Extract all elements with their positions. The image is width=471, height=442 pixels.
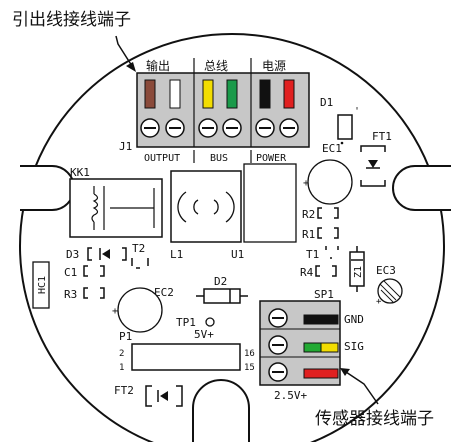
ft1-diode-symbol — [368, 160, 378, 168]
r4-pads — [315, 265, 337, 277]
ft1-outline — [360, 145, 386, 187]
l1-label: L1 — [170, 248, 183, 261]
sp1-wire-sig-green — [303, 342, 322, 353]
t1-transistor — [325, 246, 339, 259]
group-label-output: 输出 — [146, 58, 170, 73]
u1-label: U1 — [231, 248, 244, 261]
d2-body — [203, 288, 241, 304]
code-bus: BUS — [210, 153, 228, 164]
p1-pin15: 15 — [244, 363, 255, 373]
l1-inductor — [170, 170, 242, 243]
ft1-label: FT1 — [372, 130, 392, 143]
bottom-mounting-slot — [192, 379, 250, 442]
sp1-wire-sig-yellow — [320, 342, 339, 353]
ec2-capacitor — [117, 287, 163, 333]
tp1-voltage: 5V+ — [194, 328, 214, 341]
kk1-coil-symbol — [91, 186, 155, 230]
r3-pads — [83, 287, 105, 299]
sp1-label: SP1 — [314, 288, 334, 301]
kk1-label: KK1 — [70, 166, 90, 179]
r2-pads — [317, 207, 339, 219]
t2-transistor — [131, 258, 149, 269]
c1-label: C1 — [64, 266, 77, 279]
top-callout-arrowhead — [126, 62, 136, 72]
board-outline — [19, 33, 445, 442]
sp1-wire-gnd — [303, 314, 339, 325]
tp1-label: TP1 — [176, 316, 196, 329]
ec1-capacitor — [307, 159, 353, 205]
p1-label: P1 — [119, 330, 132, 343]
u1-chip — [243, 163, 297, 243]
d3-label: D3 — [66, 248, 79, 261]
right-mounting-slot — [392, 165, 451, 211]
r1-label: R1 — [302, 228, 315, 241]
t1-label: T1 — [306, 248, 319, 261]
lead-wire-terminal-callout: 引出线接线端子 — [12, 10, 131, 30]
r4-label: R4 — [300, 266, 314, 279]
sp1-wire-red — [303, 368, 339, 379]
d1-mark: ' — [354, 106, 360, 117]
sp1-sig-label: SIG — [344, 340, 364, 353]
r3-label: R3 — [64, 288, 77, 301]
bottom-callout-arrow — [345, 371, 379, 405]
ft2-outline — [145, 385, 183, 407]
r2-label: R2 — [302, 208, 315, 221]
ec3-plus: + — [376, 297, 382, 307]
hc1-label: HC1 — [37, 276, 48, 294]
code-output: OUTPUT — [144, 153, 180, 164]
ec3-label: EC3 — [376, 264, 396, 277]
ft2-diode-symbol — [160, 391, 168, 401]
t2-label: T2 — [132, 242, 145, 255]
d1-label: D1 — [320, 96, 333, 109]
p1-pin1: 1 — [119, 363, 124, 373]
left-mounting-slot — [20, 165, 75, 211]
top-callout-arrow — [115, 35, 133, 67]
r1-pads — [317, 227, 339, 239]
sensor-terminal-callout: 传感器接线端子 — [315, 409, 434, 429]
wire-white — [169, 79, 181, 109]
bottom-callout-arrowhead — [340, 368, 350, 376]
ec2-label: EC2 — [154, 286, 174, 299]
sp1-gnd-label: GND — [344, 313, 364, 326]
wire-red — [283, 79, 295, 109]
d3-outline — [87, 247, 127, 261]
ec2-plus: + — [112, 306, 118, 317]
j1-ref: J1 — [119, 140, 132, 153]
d3-diode-symbol — [102, 249, 110, 259]
hc1-body — [32, 261, 50, 309]
wire-brown — [144, 79, 156, 109]
c1-pads — [83, 265, 105, 277]
wire-green — [226, 79, 238, 109]
ec3-capacitor — [377, 278, 403, 304]
ec1-plus: + — [303, 178, 309, 189]
p1-pin2: 2 — [119, 349, 124, 359]
code-power: POWER — [256, 153, 287, 164]
ec1-label: EC1 — [322, 142, 342, 155]
tp1-test-point — [205, 317, 215, 327]
z1-label: Z1 — [353, 266, 364, 278]
sp1-voltage: 2.5V+ — [274, 389, 307, 402]
j1-housing — [136, 72, 310, 148]
p1-pin16: 16 — [244, 349, 255, 359]
wire-black — [259, 79, 271, 109]
wire-yellow — [202, 79, 214, 109]
p1-header — [131, 343, 241, 371]
group-label-power: 电源 — [262, 59, 286, 73]
ft2-label: FT2 — [114, 384, 134, 397]
d2-label: D2 — [214, 275, 227, 288]
d1-body — [337, 114, 353, 140]
terminal-block-j1: 输出 总线 电源 — [119, 58, 310, 164]
group-label-bus: 总线 — [204, 59, 228, 73]
